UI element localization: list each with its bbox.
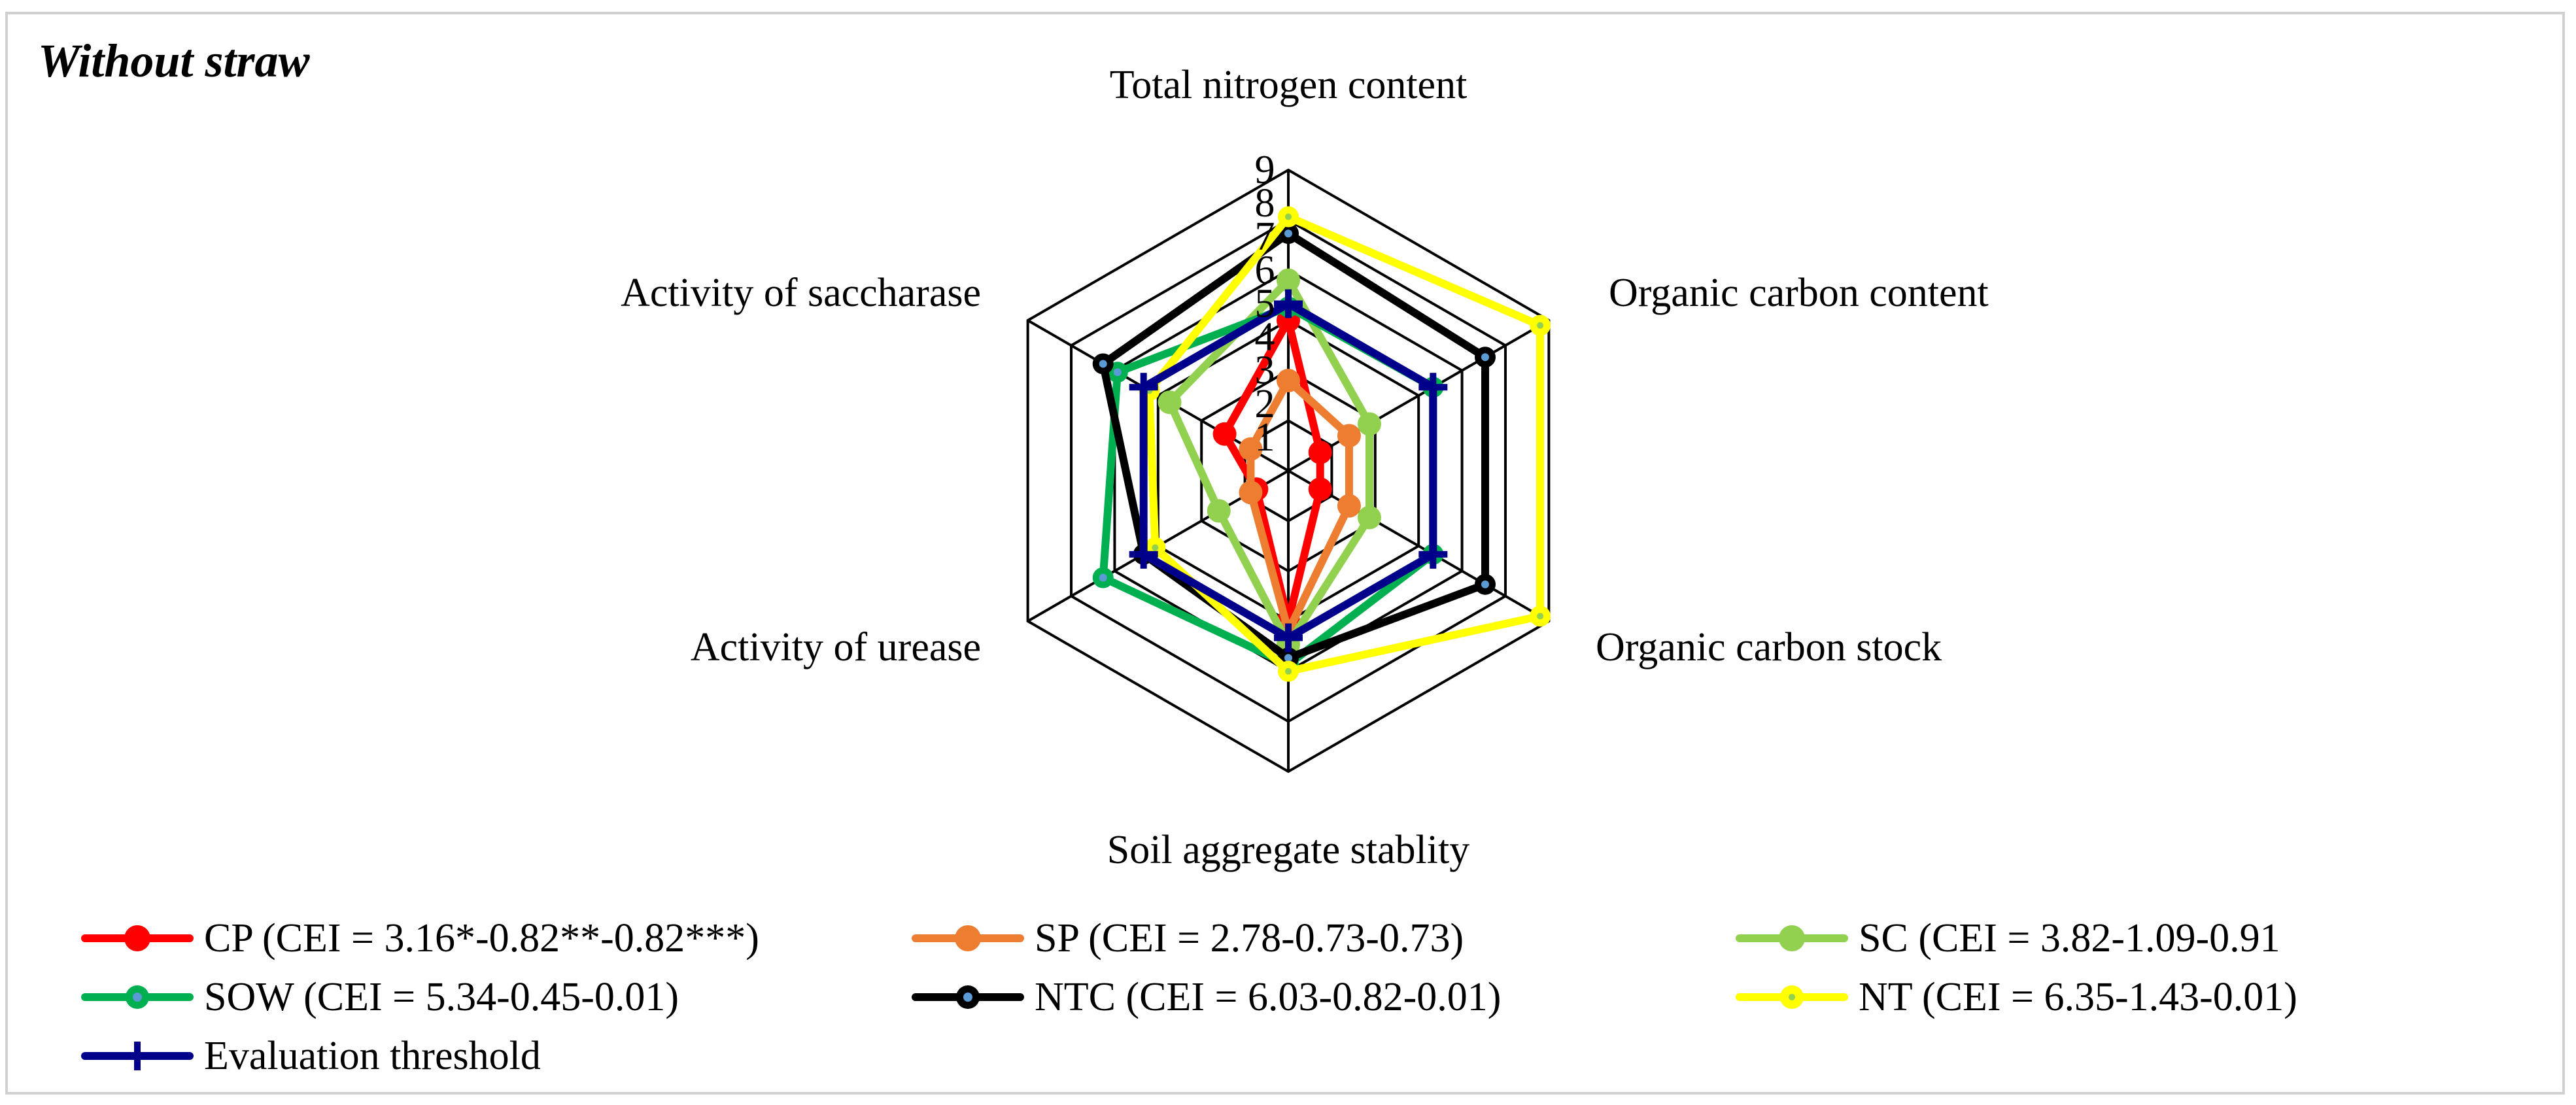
tick-label-1: 1: [1255, 415, 1275, 460]
series-2-point-5: [1239, 481, 1263, 505]
legend-label-4: SOW (CEI = 5.34-0.45-0.01): [204, 974, 679, 1019]
legend-item-4: SOW (CEI = 5.34-0.45-0.01): [78, 971, 679, 1023]
tick-label-3: 3: [1255, 348, 1275, 393]
series-7-point-6: [1129, 373, 1158, 402]
series-5: [1092, 223, 1496, 669]
legend-item-1: CP (CEI = 3.16*-0.82**-0.82***): [78, 912, 759, 964]
series-7-point-3: [1418, 539, 1448, 569]
series-1-point-2: [1308, 440, 1332, 464]
axis-label-4: Soil aggregate stablity: [1107, 828, 1469, 872]
legend-item-2: SP (CEI = 2.78-0.73-0.73): [909, 912, 1464, 964]
legend-label-5: NTC (CEI = 6.03-0.82-0.01): [1035, 974, 1502, 1019]
series-3-point-6: [1158, 390, 1182, 415]
series-4-point-5: [1092, 567, 1114, 588]
series-3-point-5: [1207, 499, 1231, 523]
series-5-point-6: [1092, 353, 1114, 375]
legend-label-3: SC (CEI = 3.82-1.09-0.91: [1859, 915, 2280, 960]
axis-label-1: Total nitrogen content: [1110, 63, 1468, 107]
tick-label-6: 6: [1255, 248, 1275, 292]
series-6-point-4: [1278, 660, 1299, 682]
tick-label-2: 2: [1255, 382, 1275, 426]
axis-label-2: Organic carbon content: [1609, 271, 1989, 315]
legend-swatch-5: [912, 985, 1024, 1009]
series-7: [1129, 289, 1448, 653]
legend-swatch-4: [81, 985, 194, 1009]
legend-item-5: NTC (CEI = 6.03-0.82-0.01): [909, 971, 1501, 1023]
series-2-point-1: [1277, 369, 1300, 392]
tick-label-9: 9: [1255, 148, 1275, 192]
series-7-point-2: [1418, 373, 1448, 402]
tick-label-4: 4: [1255, 315, 1275, 360]
legend-label-6: NT (CEI = 6.35-1.43-0.01): [1859, 974, 2297, 1019]
series-3-point-1: [1277, 268, 1300, 292]
figure-frame: [5, 12, 2565, 1095]
legend-label-2: SP (CEI = 2.78-0.73-0.73): [1035, 915, 1464, 960]
grid-spoke-2: [1287, 319, 1550, 472]
series-5-point-2: [1474, 347, 1496, 368]
series-6-point-2: [1530, 314, 1551, 336]
legend: CP (CEI = 3.16*-0.82**-0.82***) SP (CEI =…: [78, 912, 2537, 1089]
legend-item-6: NT (CEI = 6.35-1.43-0.01): [1733, 971, 2297, 1023]
legend-swatch-1: [81, 925, 194, 951]
legend-label-7: Evaluation threshold: [204, 1033, 541, 1078]
axis-label-5: Activity of urease: [691, 625, 981, 670]
axis-label-6: Activity of saccharase: [621, 271, 981, 315]
series-2-point-3: [1337, 494, 1361, 518]
series-7-point-4: [1274, 623, 1303, 653]
radar-series: [1092, 206, 1551, 682]
series-5-point-3: [1474, 573, 1496, 595]
series-3-point-2: [1357, 412, 1381, 436]
panel-title: Without straw: [38, 35, 310, 87]
series-2-point-2: [1337, 424, 1361, 448]
series-7-point-1: [1274, 289, 1303, 318]
legend-swatch-2: [912, 925, 1024, 951]
legend-label-1: CP (CEI = 3.16*-0.82**-0.82***): [204, 915, 759, 960]
legend-item-3: SC (CEI = 3.82-1.09-0.91: [1733, 912, 2280, 964]
series-3-point-3: [1357, 505, 1381, 530]
series-6-point-1: [1278, 206, 1299, 228]
legend-swatch-7: [81, 1042, 194, 1070]
legend-swatch-6: [1736, 985, 1848, 1009]
legend-swatch-3: [1736, 925, 1848, 951]
series-6-point-3: [1530, 605, 1551, 627]
tick-label-8: 8: [1255, 181, 1275, 226]
tick-label-7: 7: [1255, 214, 1275, 259]
axis-label-3: Organic carbon stock: [1596, 625, 1942, 670]
tick-label-5: 5: [1255, 281, 1275, 326]
series-1-point-6: [1212, 422, 1237, 446]
legend-item-7: Evaluation threshold: [78, 1030, 541, 1082]
grid-spoke-3: [1287, 469, 1550, 622]
series-1-point-3: [1308, 477, 1332, 502]
series-2-point-6: [1239, 437, 1263, 461]
series-7-point-5: [1129, 539, 1158, 569]
